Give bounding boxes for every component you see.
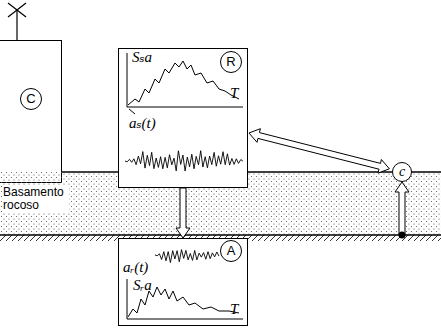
hatch-stroke — [432, 235, 438, 241]
hatch-stroke — [378, 235, 384, 241]
signal-box: R Sₛa aₛ(t) T — [118, 48, 248, 188]
hatch-stroke — [264, 235, 270, 241]
hatch-stroke — [276, 235, 282, 241]
hatch-stroke — [48, 235, 54, 241]
observation-point: c — [392, 162, 412, 182]
hatch-stroke — [294, 235, 300, 241]
point-letter: c — [399, 164, 405, 180]
circled-letter: C — [20, 88, 42, 110]
surface-accelerogram — [125, 151, 243, 171]
circled-letter: A — [220, 240, 242, 262]
hatch-stroke — [348, 235, 354, 241]
hatch-stroke — [408, 235, 414, 241]
hatch-stroke — [282, 235, 288, 241]
hatch-stroke — [0, 235, 6, 241]
hatch-stroke — [108, 235, 114, 241]
hatch-stroke — [324, 235, 330, 241]
hatch-stroke — [30, 235, 36, 241]
hatch-stroke — [336, 235, 342, 241]
hatch-stroke — [102, 235, 108, 241]
axis-label: Sᵣa — [133, 277, 152, 293]
hatch-stroke — [36, 235, 42, 241]
hatch-stroke — [78, 235, 84, 241]
hatch-stroke — [288, 235, 294, 241]
hatch-stroke — [312, 235, 318, 241]
hatch-stroke — [354, 235, 360, 241]
axis-label: aₛ(t) — [129, 115, 156, 131]
circled-letter: R — [220, 51, 242, 73]
axis-label: aᵣ(t) — [123, 259, 148, 275]
hatch-stroke — [270, 235, 276, 241]
bedrock-line — [0, 234, 441, 236]
hatch-stroke — [72, 235, 78, 241]
hatch-stroke — [90, 235, 96, 241]
layer-label: Basamento rocoso — [3, 186, 69, 212]
signal-box: Aaᵣ(t) SᵣaT — [118, 238, 248, 326]
hatch-stroke — [330, 235, 336, 241]
hatch-stroke — [258, 235, 264, 241]
hatch-stroke — [60, 235, 66, 241]
building-box: C — [0, 40, 62, 183]
hatch-stroke — [318, 235, 324, 241]
antenna-symbol — [8, 3, 26, 40]
hatch-stroke — [438, 235, 441, 241]
hatch-stroke — [66, 235, 72, 241]
hatch-stroke — [252, 235, 258, 241]
hollow-arrow — [249, 129, 389, 173]
hatch-stroke — [372, 235, 378, 241]
hatch-stroke — [96, 235, 102, 241]
hatch-stroke — [306, 235, 312, 241]
hatch-stroke — [342, 235, 348, 241]
foundation-fill — [0, 172, 63, 184]
axis-label: T — [230, 301, 238, 317]
axis-label: Sₛa — [132, 49, 152, 65]
hollow-arrow — [176, 188, 190, 238]
hatch-stroke — [366, 235, 372, 241]
hatch-stroke — [24, 235, 30, 241]
hatch-stroke — [12, 235, 18, 241]
hatch-stroke — [414, 235, 420, 241]
axis-label: T — [230, 85, 238, 101]
upward-arrow — [395, 182, 409, 235]
hatch-stroke — [18, 235, 24, 241]
hatch-stroke — [300, 235, 306, 241]
node-illustration — [0, 41, 63, 184]
hatch-stroke — [426, 235, 432, 241]
hatch-stroke — [384, 235, 390, 241]
hatch-stroke — [360, 235, 366, 241]
hatch-stroke — [42, 235, 48, 241]
hatch-stroke — [84, 235, 90, 241]
hatch-stroke — [420, 235, 426, 241]
hatch-stroke — [6, 235, 12, 241]
bedrock-point — [399, 232, 406, 239]
leader-line — [129, 109, 135, 114]
hatch-stroke — [390, 235, 396, 241]
hatch-stroke — [54, 235, 60, 241]
rock-accelerogram — [155, 250, 219, 263]
